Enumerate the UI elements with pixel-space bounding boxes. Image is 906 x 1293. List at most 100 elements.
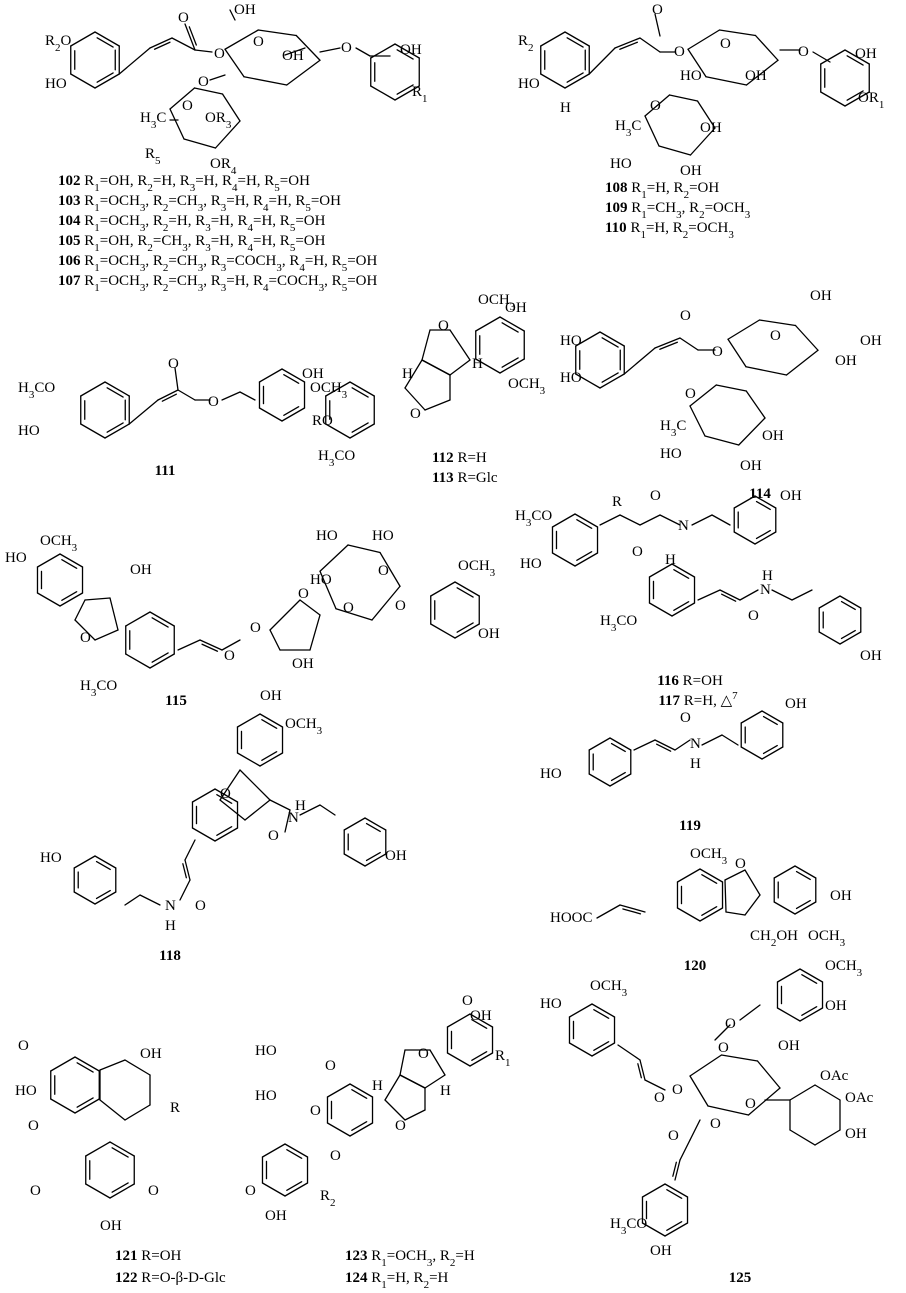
bond xyxy=(740,746,763,760)
bond xyxy=(588,773,611,787)
atom-o: O xyxy=(220,786,231,802)
bond xyxy=(658,145,692,156)
atom-o: O xyxy=(770,328,781,344)
bond xyxy=(95,889,111,900)
atom-oh: OH xyxy=(700,120,722,136)
bond xyxy=(619,41,639,50)
atom-h3co: H3CO xyxy=(515,508,552,529)
bond xyxy=(599,331,625,347)
bond xyxy=(689,405,706,437)
atom-or4: OR4 xyxy=(210,156,237,177)
bond xyxy=(224,48,245,78)
bond xyxy=(659,514,681,526)
bond xyxy=(284,809,291,833)
bond xyxy=(50,1098,76,1114)
bond xyxy=(449,329,471,361)
bond xyxy=(258,368,283,383)
bond xyxy=(795,899,811,910)
caption-115: 115 xyxy=(165,693,187,709)
caption-113: 113 R=Glc xyxy=(432,470,498,486)
bond xyxy=(499,358,525,374)
bond xyxy=(96,37,114,48)
bond xyxy=(840,629,856,640)
bond xyxy=(184,839,196,861)
bond xyxy=(99,1099,126,1121)
bond xyxy=(365,851,381,862)
atom-r: R xyxy=(612,494,622,510)
bond xyxy=(184,23,196,51)
bond xyxy=(745,59,779,86)
atom-ho: HO xyxy=(560,333,582,349)
caption-116: 116 R=OH xyxy=(657,673,723,689)
bond xyxy=(727,338,747,368)
bond xyxy=(610,771,626,782)
bond xyxy=(773,865,796,879)
bond xyxy=(84,597,111,601)
bond xyxy=(747,1087,781,1116)
bond xyxy=(664,1183,689,1198)
bond xyxy=(299,599,321,616)
bond xyxy=(214,120,241,149)
atom-o: O xyxy=(650,98,661,114)
bond xyxy=(575,331,601,347)
bond xyxy=(177,639,201,651)
bond xyxy=(236,713,261,728)
bond xyxy=(106,387,124,398)
bond xyxy=(818,595,841,609)
bond xyxy=(593,1009,610,1019)
bond xyxy=(644,1079,666,1091)
bond xyxy=(326,1083,351,1098)
atom-o: O xyxy=(748,608,759,624)
atom-o: O xyxy=(28,1118,39,1134)
bond xyxy=(224,29,259,50)
bond xyxy=(664,1222,689,1237)
atom-och3: OCH3 xyxy=(825,958,863,979)
caption-106: 106 R1=OCH3, R2=CH3, R3=COCH3, R4=H, R5=… xyxy=(58,253,377,274)
atom-o: O xyxy=(650,488,661,504)
atom-o: O xyxy=(654,1090,665,1106)
atom-oh: OH xyxy=(810,288,832,304)
bond xyxy=(704,435,740,446)
bond xyxy=(654,337,681,349)
atom-h3co: H3CO xyxy=(318,448,355,469)
structure-bonds xyxy=(36,9,870,1237)
bond xyxy=(214,788,239,803)
bond xyxy=(430,581,456,597)
bond xyxy=(689,384,717,407)
bond xyxy=(80,423,106,439)
bond xyxy=(61,559,78,569)
bond xyxy=(125,653,151,669)
atom-o: O xyxy=(214,46,225,62)
caption-121: 121 R=OH xyxy=(115,1248,182,1264)
bond xyxy=(261,1143,286,1158)
atom-oh: OH xyxy=(100,1218,122,1234)
bond xyxy=(574,513,599,528)
bond xyxy=(183,138,217,149)
atom-o: O xyxy=(680,308,691,324)
bond xyxy=(755,500,771,511)
bond xyxy=(725,911,746,916)
bond xyxy=(421,329,431,361)
atom-oh: OH xyxy=(825,998,847,1014)
atom-o: O xyxy=(198,74,209,90)
bond xyxy=(259,713,284,728)
bond xyxy=(568,1042,593,1057)
atom-oh: OH xyxy=(265,1208,287,1224)
atom-o: O xyxy=(725,1016,736,1032)
bond xyxy=(351,387,369,398)
bond xyxy=(564,31,590,47)
bond xyxy=(259,752,284,767)
bond xyxy=(177,389,196,401)
bond xyxy=(244,799,271,821)
bond xyxy=(707,1105,750,1116)
bond xyxy=(551,513,576,528)
bond xyxy=(80,381,106,397)
bond xyxy=(335,608,373,621)
bond xyxy=(576,551,593,561)
bond xyxy=(182,863,187,879)
atom-o: O xyxy=(245,1183,256,1199)
bond xyxy=(566,37,584,48)
bond xyxy=(691,514,713,526)
